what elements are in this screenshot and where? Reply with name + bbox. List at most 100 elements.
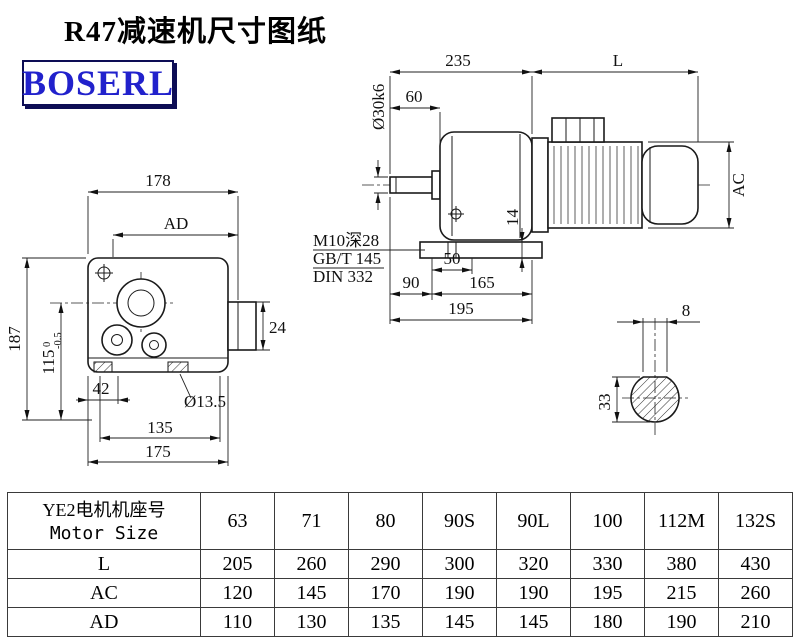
table-cell: 145 — [496, 607, 571, 637]
main-bore-outer — [116, 278, 166, 328]
table-cell: 190 — [422, 578, 497, 608]
table-row-l: L 205 260 290 300 320 330 380 430 — [7, 549, 793, 579]
front-detail-lines — [88, 264, 239, 359]
size-col-header: 112M — [644, 492, 719, 550]
table-cell: 430 — [718, 549, 793, 579]
dim-115-group: 115 0 -0.5 — [39, 332, 64, 374]
size-col-header: 63 — [200, 492, 275, 550]
logo-text: BOSERL — [21, 63, 175, 103]
motor-fins — [553, 146, 639, 224]
side-detail-lines — [395, 118, 651, 258]
thread-note: M10深28 — [313, 231, 379, 250]
row-label-l: L — [7, 549, 201, 579]
dimension-drawing: 178 AD 24 187 115 0 -0.5 42 135 175 Ø13.… — [5, 51, 748, 466]
table-cell: 120 — [200, 578, 275, 608]
main-bore-inner — [127, 289, 155, 317]
table-cell: 260 — [274, 549, 349, 579]
dim-178-label: 178 — [145, 171, 171, 190]
table-cell: 260 — [718, 578, 793, 608]
table-cell: 180 — [570, 607, 645, 637]
dim-50-label: 50 — [444, 249, 461, 268]
dim-165-label: 165 — [469, 273, 495, 292]
table-cell: 215 — [644, 578, 719, 608]
plug-crosshair-icon — [450, 208, 462, 220]
dim-187-label: 187 — [5, 326, 24, 352]
dim-l-label: L — [613, 51, 623, 70]
table-row-ad: AD 110 130 135 145 145 180 190 210 — [7, 607, 793, 637]
side-extension-lines — [313, 76, 734, 324]
shaft-dia-label: Ø30k6 — [369, 84, 388, 130]
motor-size-header-cell: YE2电机机座号 Motor Size — [7, 492, 201, 550]
boserl-logo: BOSERL — [22, 60, 174, 106]
bore3-outer — [141, 332, 167, 358]
side-view: 235 L 60 Ø30k6 M10深28 GB/T 145 DIN 332 1… — [313, 51, 748, 324]
mounting-foot — [419, 241, 543, 259]
header-label-en: Motor Size — [49, 522, 159, 544]
shaft-end-view: 8 33 — [595, 301, 700, 438]
front-view: 178 AD 24 187 115 0 -0.5 42 135 175 Ø13.… — [5, 171, 287, 466]
corner-crosshair-icon — [97, 266, 111, 280]
shaft-extension-lines — [612, 318, 668, 423]
dim-ad-label: AD — [164, 214, 189, 233]
table-cell: 110 — [200, 607, 275, 637]
dim-24-label: 24 — [269, 318, 287, 337]
dim-115-tol-upper: 0 — [42, 342, 53, 347]
table-cell: 320 — [496, 549, 571, 579]
size-col-header: 80 — [348, 492, 423, 550]
motor-flange — [531, 137, 549, 233]
table-cell: 380 — [644, 549, 719, 579]
gb-standard-note: GB/T 145 — [313, 249, 381, 268]
foot-pad-left — [93, 361, 113, 373]
dim-ac-label: AC — [729, 173, 748, 197]
dim-195-label: 195 — [448, 299, 474, 318]
row-label-ac: AC — [7, 578, 201, 608]
size-col-header: 100 — [570, 492, 645, 550]
dim-135-label: 135 — [147, 418, 173, 437]
header-label-cn: YE2电机机座号 — [42, 499, 166, 520]
din-standard-note: DIN 332 — [313, 267, 373, 286]
dim-235-label: 235 — [445, 51, 471, 70]
table-cell: 290 — [348, 549, 423, 579]
terminal-box — [551, 117, 605, 143]
dim-90-label: 90 — [403, 273, 420, 292]
size-col-header: 132S — [718, 492, 793, 550]
size-col-header: 90S — [422, 492, 497, 550]
dim-14-label: 14 — [503, 209, 522, 227]
bore2-outer — [101, 324, 133, 356]
table-cell: 195 — [570, 578, 645, 608]
dim-115-tol-lower: -0.5 — [53, 332, 64, 349]
table-cell: 205 — [200, 549, 275, 579]
bore3-inner — [149, 340, 159, 350]
table-cell: 135 — [348, 607, 423, 637]
shaft-collar — [431, 170, 441, 200]
row-label-ad: AD — [7, 607, 201, 637]
fan-cowl — [641, 145, 699, 225]
hole-dia-label: Ø13.5 — [184, 392, 226, 411]
dim-33-label: 33 — [595, 394, 614, 411]
motor-body — [547, 141, 643, 229]
table-header-row: YE2电机机座号 Motor Size 63 71 80 90S 90L 100… — [7, 492, 793, 550]
table-cell: 210 — [718, 607, 793, 637]
table-cell: 330 — [570, 549, 645, 579]
table-cell: 170 — [348, 578, 423, 608]
side-boss — [227, 301, 257, 351]
page-title: R47减速机尺寸图纸 — [64, 16, 327, 48]
table-cell: 130 — [274, 607, 349, 637]
shaft-section — [630, 376, 680, 423]
dim-115-label: 115 — [39, 350, 58, 375]
foot-pad-right — [167, 361, 189, 373]
key-width-label: 8 — [682, 301, 691, 320]
bore2-inner — [111, 334, 123, 346]
table-cell: 190 — [644, 607, 719, 637]
table-cell: 300 — [422, 549, 497, 579]
size-col-header: 90L — [496, 492, 571, 550]
table-cell: 145 — [422, 607, 497, 637]
table-cell: 190 — [496, 578, 571, 608]
table-row-ac: AC 120 145 170 190 190 195 215 260 — [7, 578, 793, 608]
size-col-header: 71 — [274, 492, 349, 550]
dim-175-label: 175 — [145, 442, 171, 461]
table-cell: 145 — [274, 578, 349, 608]
dim-60-label: 60 — [406, 87, 423, 106]
dim-42-label: 42 — [93, 379, 110, 398]
